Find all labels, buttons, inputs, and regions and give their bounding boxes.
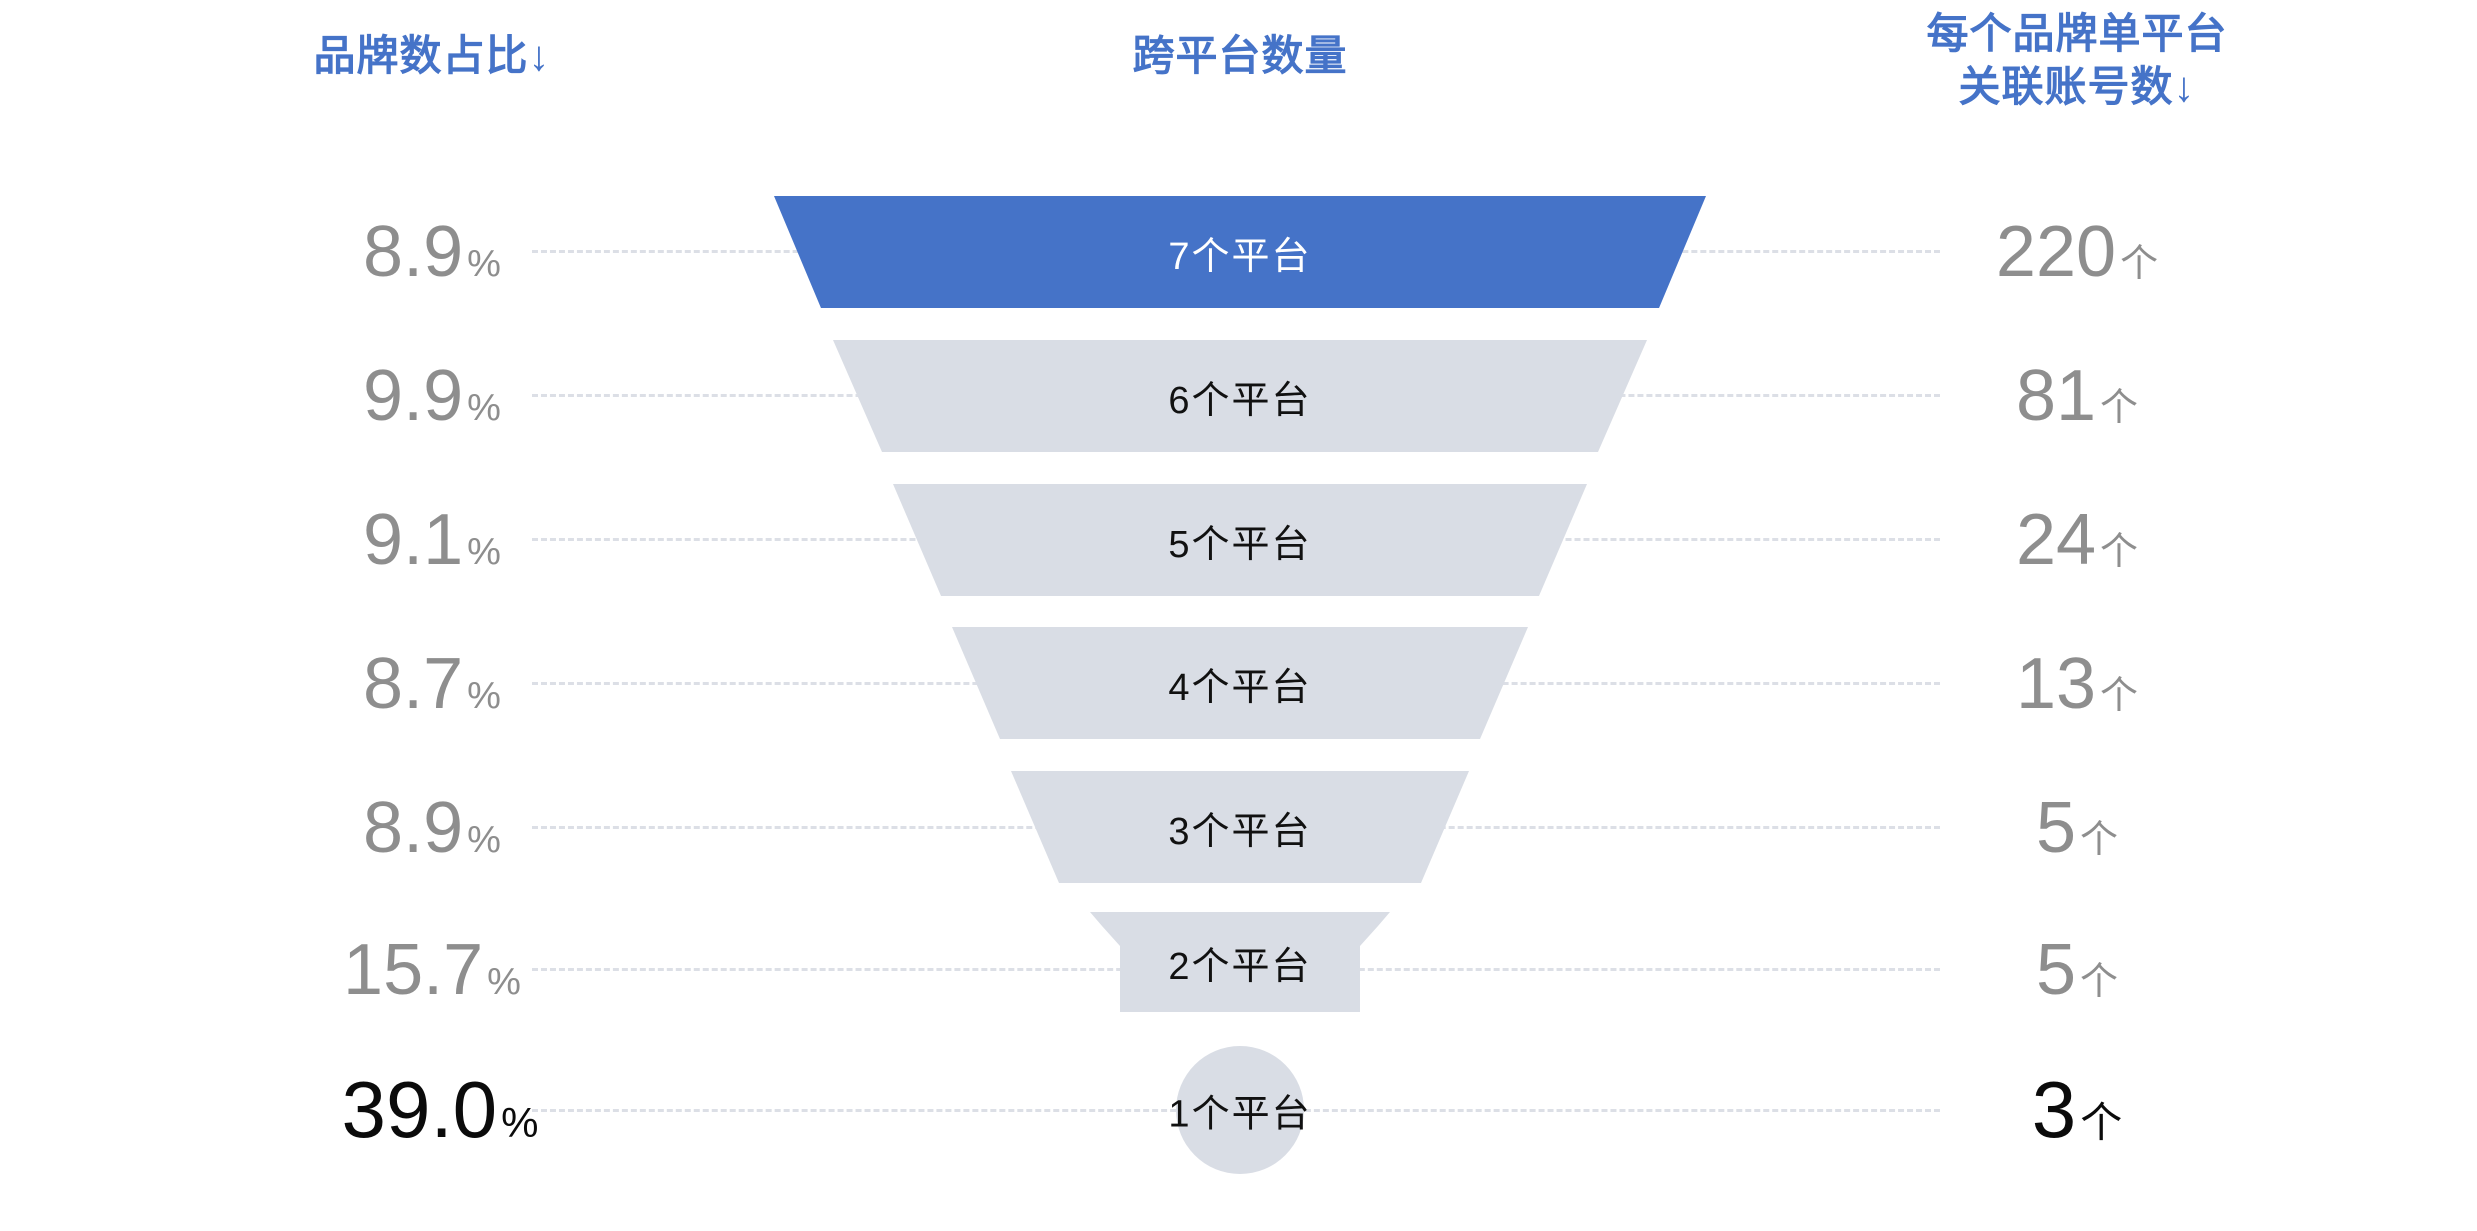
funnel-segment-5-platforms: 5个平台 bbox=[893, 484, 1587, 596]
percent-suffix: % bbox=[467, 531, 501, 573]
percent-suffix: % bbox=[467, 243, 501, 285]
accounts-number: 220 bbox=[1995, 212, 2117, 292]
brand-share-value: 39.0% bbox=[341, 1070, 538, 1150]
accounts-number: 3 bbox=[2031, 1065, 2077, 1154]
accounts-number: 5 bbox=[2035, 930, 2077, 1010]
funnel-segment-label: 7个平台 bbox=[1168, 235, 1312, 278]
funnel-segment-2-platforms: 2个平台 bbox=[1090, 912, 1390, 1012]
funnel-segment-label: 2个平台 bbox=[1168, 945, 1312, 988]
percent-suffix: % bbox=[487, 961, 521, 1003]
left-column-header: 品牌数占比↓ bbox=[313, 32, 551, 79]
accounts-number: 24 bbox=[2015, 500, 2097, 580]
brand-share-number: 15.7 bbox=[343, 930, 484, 1010]
funnel-segment-label: 1个平台 bbox=[1168, 1093, 1312, 1136]
count-suffix: 个 bbox=[2100, 675, 2139, 717]
brand-share-value: 9.9% bbox=[363, 360, 501, 432]
right-column-header-line1: 每个品牌单平台 bbox=[1926, 10, 2228, 57]
percent-suffix: % bbox=[467, 675, 501, 717]
count-suffix: 个 bbox=[2100, 387, 2139, 429]
middle-column-header: 跨平台数量 bbox=[1132, 32, 1348, 79]
percent-suffix: % bbox=[501, 1099, 539, 1146]
right-column-header: 每个品牌单平台 关联账号数↓ bbox=[1926, 8, 2227, 113]
brand-share-number: 8.9 bbox=[363, 212, 464, 292]
count-suffix: 个 bbox=[2120, 243, 2159, 285]
percent-suffix: % bbox=[467, 819, 501, 861]
accounts-number: 13 bbox=[2015, 644, 2097, 724]
funnel-segment-label: 3个平台 bbox=[1168, 810, 1312, 853]
right-column-header-line2: 关联账号数↓ bbox=[1958, 62, 2196, 110]
brand-share-value: 8.9% bbox=[363, 216, 501, 288]
count-suffix: 个 bbox=[2080, 1099, 2123, 1146]
brand-share-value: 15.7% bbox=[343, 934, 521, 1006]
funnel-segment-4-platforms: 4个平台 bbox=[952, 627, 1528, 739]
brand-share-value: 8.7% bbox=[363, 648, 501, 720]
funnel-segment-label: 6个平台 bbox=[1168, 379, 1312, 422]
count-suffix: 个 bbox=[2080, 961, 2119, 1003]
accounts-number: 5 bbox=[2035, 788, 2077, 868]
brand-share-number: 39.0 bbox=[341, 1065, 498, 1154]
brand-share-number: 8.9 bbox=[363, 788, 464, 868]
brand-share-number: 8.7 bbox=[363, 644, 464, 724]
percent-suffix: % bbox=[467, 387, 501, 429]
accounts-number: 81 bbox=[2015, 356, 2097, 436]
count-suffix: 个 bbox=[2100, 531, 2139, 573]
funnel-segment-label: 5个平台 bbox=[1168, 523, 1312, 566]
funnel-segment-3-platforms: 3个平台 bbox=[1011, 771, 1469, 883]
funnel-segment-6-platforms: 6个平台 bbox=[833, 340, 1647, 452]
brand-share-value: 9.1% bbox=[363, 504, 501, 576]
brand-share-number: 9.1 bbox=[363, 500, 464, 580]
funnel-segment-7-platforms: 7个平台 bbox=[774, 196, 1706, 308]
count-suffix: 个 bbox=[2080, 819, 2119, 861]
brand-share-value: 8.9% bbox=[363, 792, 501, 864]
funnel-segment-1-platform bbox=[1176, 1046, 1304, 1174]
brand-share-number: 9.9 bbox=[363, 356, 464, 436]
funnel-segment-label: 4个平台 bbox=[1168, 666, 1312, 709]
